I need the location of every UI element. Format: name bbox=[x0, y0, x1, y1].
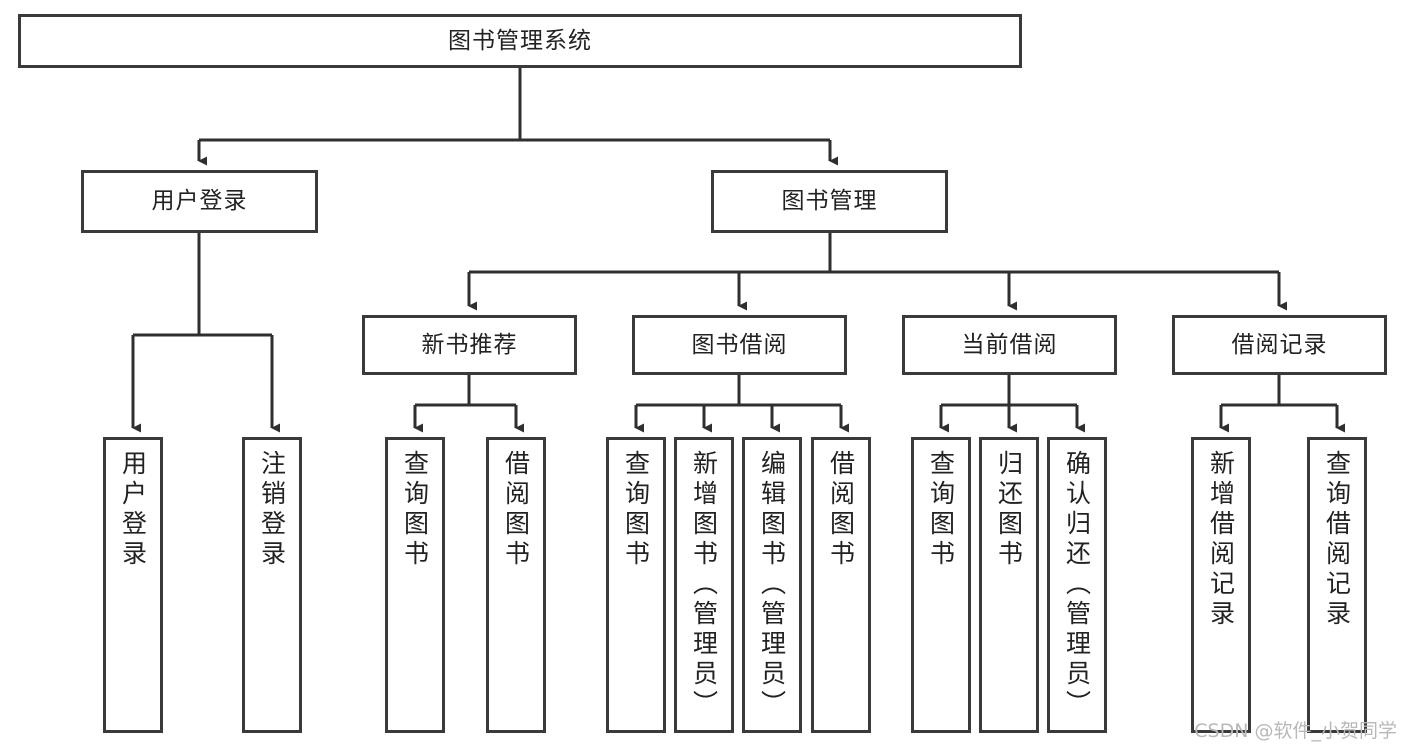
leaf-label: 新增图书（管理员） bbox=[689, 450, 719, 720]
node-new-book-recommend-label: 新书推荐 bbox=[421, 331, 518, 358]
leaf-label: 注销登录 bbox=[257, 450, 287, 570]
leaf-label: 查询借阅记录 bbox=[1322, 450, 1352, 630]
node-book-borrow[interactable]: 图书借阅 bbox=[632, 315, 847, 375]
node-new-book-recommend[interactable]: 新书推荐 bbox=[362, 315, 577, 375]
leaf-label: 借阅图书 bbox=[501, 450, 531, 570]
node-current-borrow[interactable]: 当前借阅 bbox=[902, 315, 1117, 375]
node-current-borrow-label: 当前借阅 bbox=[961, 331, 1058, 358]
node-user-login-label: 用户登录 bbox=[151, 188, 248, 215]
leaf-current-borrow-query[interactable]: 查询图书 bbox=[911, 437, 971, 733]
node-borrow-record[interactable]: 借阅记录 bbox=[1172, 315, 1387, 375]
leaf-book-borrow-query[interactable]: 查询图书 bbox=[606, 437, 666, 733]
leaf-label: 查询图书 bbox=[621, 450, 651, 570]
leaf-new-book-borrow[interactable]: 借阅图书 bbox=[486, 437, 546, 733]
node-root[interactable]: 图书管理系统 bbox=[18, 14, 1022, 68]
node-book-borrow-label: 图书借阅 bbox=[691, 331, 788, 358]
leaf-label: 用户登录 bbox=[118, 450, 148, 570]
leaf-current-borrow-return[interactable]: 归还图书 bbox=[979, 437, 1039, 733]
leaf-label: 编辑图书（管理员） bbox=[757, 450, 787, 720]
leaf-user-login-logout[interactable]: 注销登录 bbox=[242, 437, 302, 733]
leaf-borrow-record-add[interactable]: 新增借阅记录 bbox=[1191, 437, 1251, 733]
leaf-label: 新增借阅记录 bbox=[1206, 450, 1236, 630]
leaf-user-login-login[interactable]: 用户登录 bbox=[103, 437, 163, 733]
leaf-new-book-query[interactable]: 查询图书 bbox=[385, 437, 445, 733]
leaf-borrow-record-query[interactable]: 查询借阅记录 bbox=[1307, 437, 1367, 733]
node-user-login[interactable]: 用户登录 bbox=[81, 170, 318, 233]
leaf-book-borrow-edit[interactable]: 编辑图书（管理员） bbox=[742, 437, 802, 733]
watermark-text: CSDN @软件_小贺同学 bbox=[1194, 720, 1397, 742]
leaf-label: 借阅图书 bbox=[826, 450, 856, 570]
leaf-current-borrow-confirm-return[interactable]: 确认归还（管理员） bbox=[1047, 437, 1107, 733]
leaf-book-borrow-borrow[interactable]: 借阅图书 bbox=[811, 437, 871, 733]
leaf-label: 确认归还（管理员） bbox=[1062, 450, 1092, 720]
node-borrow-record-label: 借阅记录 bbox=[1231, 331, 1328, 358]
leaf-label: 归还图书 bbox=[994, 450, 1024, 570]
leaf-label: 查询图书 bbox=[926, 450, 956, 570]
leaf-label: 查询图书 bbox=[400, 450, 430, 570]
node-book-management-label: 图书管理 bbox=[781, 188, 878, 215]
node-book-management[interactable]: 图书管理 bbox=[711, 170, 948, 233]
leaf-book-borrow-add[interactable]: 新增图书（管理员） bbox=[674, 437, 734, 733]
node-root-label: 图书管理系统 bbox=[448, 27, 592, 54]
